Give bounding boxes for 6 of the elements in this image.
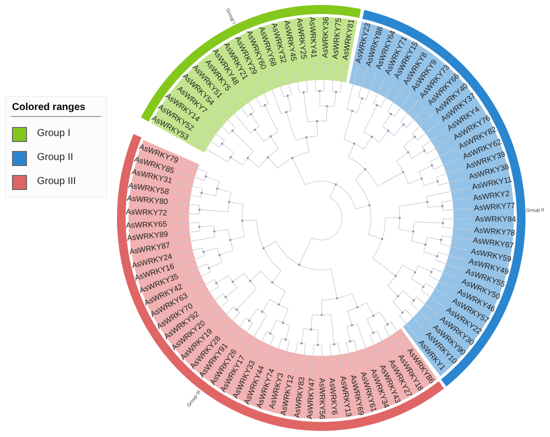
legend-label: Group III: [37, 176, 76, 188]
leaf-label: AsWRKY84: [474, 214, 516, 224]
legend-label: Group II: [37, 152, 74, 164]
legend-title: Colored ranges: [12, 102, 86, 113]
leaf-label: AsWRKY56: [318, 378, 327, 420]
legend-label: Group I: [37, 128, 70, 140]
